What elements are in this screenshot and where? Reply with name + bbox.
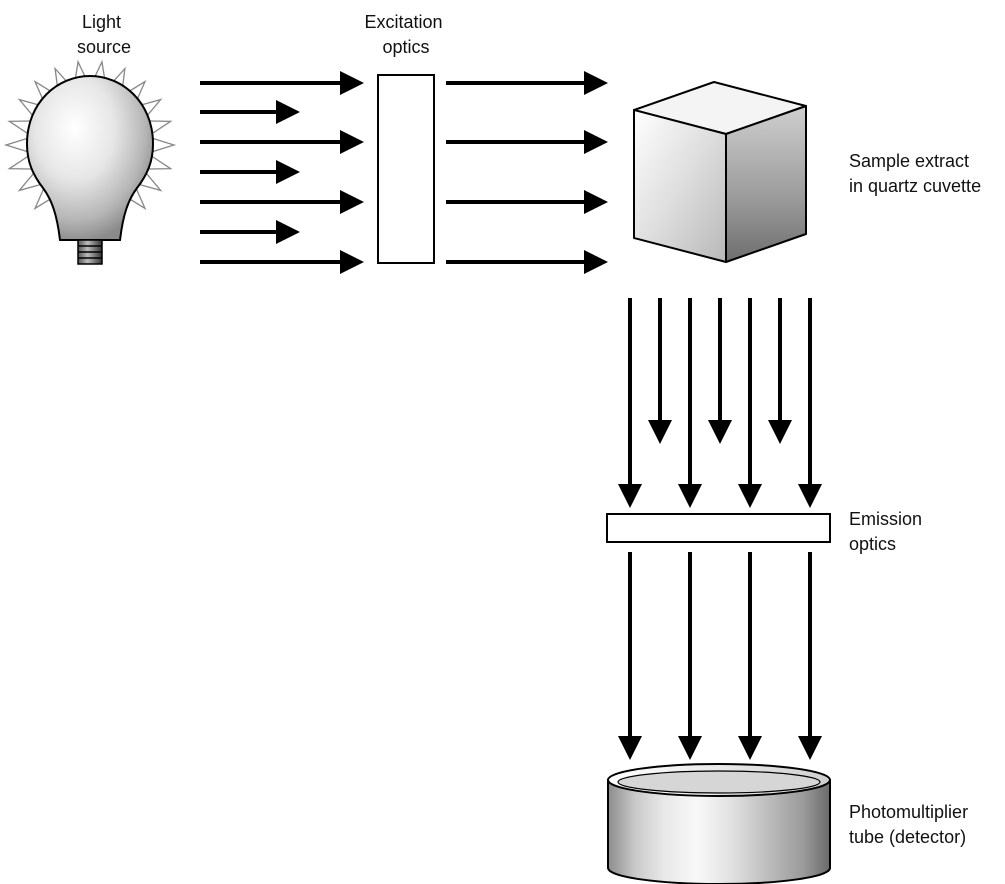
arrow-icon	[738, 298, 762, 508]
sample-label: Sample extract in quartz cuvette	[849, 151, 981, 196]
emission-optics-label-line-1: Emission	[849, 509, 922, 529]
arrow-icon	[446, 130, 608, 154]
emission-arrows-out	[618, 552, 822, 760]
sample-label-line-1: Sample extract	[849, 151, 969, 171]
light-bulb-icon	[3, 59, 177, 265]
arrow-icon	[798, 298, 822, 508]
detector-label: Photomultiplier tube (detector)	[849, 802, 973, 847]
excitation-optics-label: Excitation optics	[364, 12, 447, 57]
emission-optics-label-line-2: optics	[849, 534, 896, 554]
arrow-icon	[446, 250, 608, 274]
excitation-arrows-in	[200, 71, 364, 274]
arrow-icon	[798, 552, 822, 760]
arrow-icon	[678, 552, 702, 760]
emission-optics-label: Emission optics	[849, 509, 927, 554]
light-source-label-line-1: Light	[82, 12, 121, 32]
excitation-optics-box	[377, 74, 435, 264]
excitation-optics-label-line-1: Excitation	[364, 12, 442, 32]
arrow-icon	[446, 190, 608, 214]
photomultiplier-tube-icon	[607, 763, 831, 884]
arrow-icon	[200, 71, 364, 95]
arrow-icon	[618, 298, 642, 508]
excitation-optics-label-line-2: optics	[382, 37, 429, 57]
detector-label-line-1: Photomultiplier	[849, 802, 968, 822]
arrow-icon	[200, 160, 300, 184]
arrow-icon	[738, 552, 762, 760]
light-source-label: Light source	[77, 12, 131, 57]
emission-optics-box	[606, 513, 831, 543]
sample-label-line-2: in quartz cuvette	[849, 176, 981, 196]
arrow-icon	[446, 71, 608, 95]
light-source-label-line-2: source	[77, 37, 131, 57]
arrow-icon	[200, 190, 364, 214]
arrow-icon	[618, 552, 642, 760]
arrow-icon	[648, 298, 672, 444]
detector-label-line-2: tube (detector)	[849, 827, 966, 847]
arrow-icon	[200, 250, 364, 274]
arrow-icon	[200, 100, 300, 124]
arrow-icon	[678, 298, 702, 508]
bulb-rays	[3, 59, 177, 211]
arrow-icon	[708, 298, 732, 444]
arrow-icon	[768, 298, 792, 444]
arrow-icon	[200, 130, 364, 154]
emission-arrows-in	[618, 298, 822, 508]
excitation-arrows-out	[446, 71, 608, 274]
cuvette-cube-icon	[633, 81, 807, 263]
arrow-icon	[200, 220, 300, 244]
